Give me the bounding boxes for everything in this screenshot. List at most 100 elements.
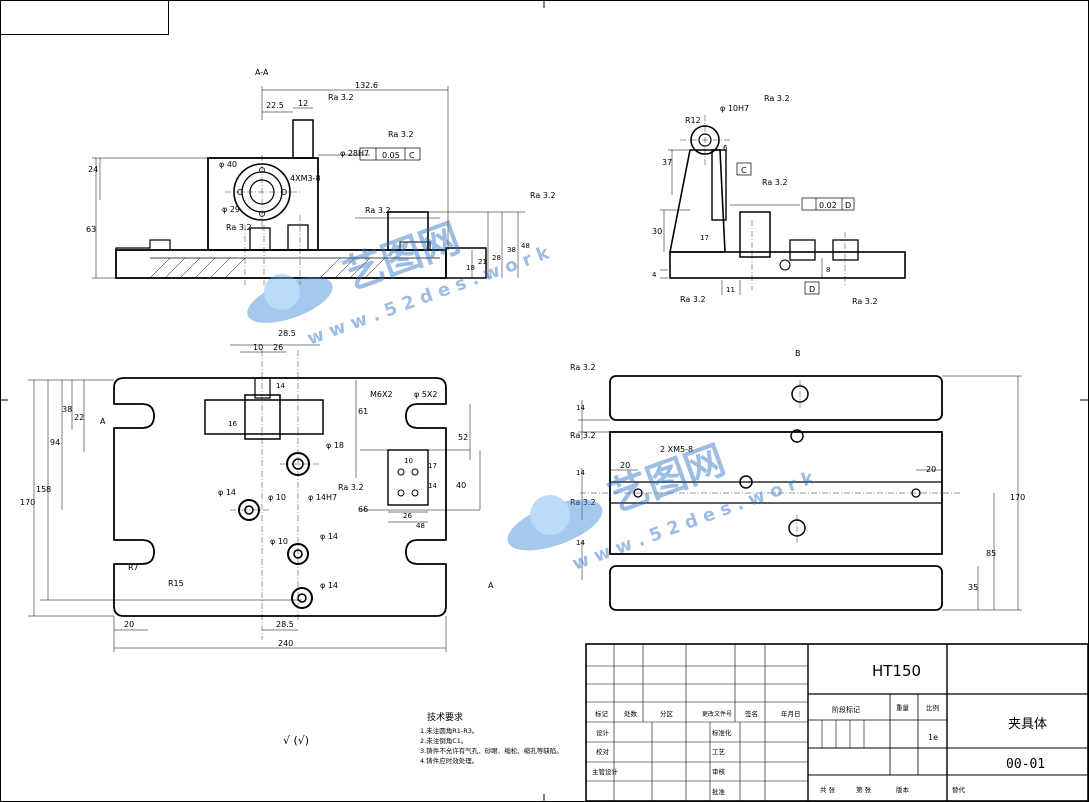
dim-37: 37 [662, 158, 672, 167]
dim-phi18: φ 18 [326, 441, 344, 450]
dim-240: 240 [278, 639, 293, 648]
tech-line-1: 1.未注圆角R1-R3。 [420, 726, 478, 735]
header-qianming: 签名 [745, 709, 758, 718]
roughness-mid: Ra 3.2 [388, 130, 414, 139]
dim-21: 21 [478, 258, 487, 266]
tolerance-datum-side: D [845, 201, 851, 210]
dim-48: 48 [416, 522, 425, 530]
dim-phi14a: φ 14 [218, 488, 236, 497]
dim-phi14h7: φ 14H7 [308, 493, 337, 502]
dim-158: 158 [36, 485, 51, 494]
dim-b-170: 170 [1010, 493, 1025, 502]
dim-22-5: 22.5 [266, 101, 284, 110]
dim-63: 63 [86, 225, 96, 234]
dim-phi14b: φ 14 [320, 532, 338, 541]
section-view-a-a: A-A [86, 68, 556, 285]
dim-6: 6 [723, 144, 728, 152]
dim-11: 11 [726, 286, 735, 294]
section-arrow-a2: A [488, 581, 494, 590]
header-chushu: 处数 [624, 709, 638, 718]
dim-b-14b: 14 [576, 469, 585, 477]
dim-b-14c: 14 [576, 539, 585, 547]
plan-view: 28.5 10 26 14 16 38 22 94 158 170 61 M6X… [20, 329, 494, 652]
row-jiaodui: 校对 [596, 747, 610, 756]
dim-40: 40 [456, 481, 466, 490]
dim-phi40: φ 40 [219, 160, 237, 169]
dim-94: 94 [50, 438, 60, 447]
dim-52: 52 [458, 433, 468, 442]
weight-label: 重量 [896, 704, 910, 712]
dim-b-20b: 20 [926, 465, 936, 474]
roughness-b-3: Ra 3.2 [570, 498, 596, 507]
part-name: 夹具体 [1008, 717, 1047, 732]
stage-label: 阶段标记 [832, 705, 860, 714]
drawing-number: 00-01 [1006, 757, 1045, 772]
section-arrow-a: A [100, 417, 106, 426]
dim-28-5: 28.5 [276, 620, 294, 629]
dim-28-5-top: 28.5 [278, 329, 296, 338]
dim-48: 48 [521, 242, 530, 250]
dim-24: 24 [88, 165, 98, 174]
tolerance-value-a: 0.05 [382, 151, 400, 160]
tech-requirements: 技术要求 1.未注圆角R1-R3。 2.未注倒角C1。 3.铸件不允许有气孔、砂… [420, 711, 563, 765]
dim-phi29: φ 29 [222, 205, 240, 214]
header-wenjian: 更改文件号 [702, 710, 732, 718]
tolerance-datum-a: C [409, 151, 415, 160]
dim-14: 14 [276, 382, 285, 390]
roughness-side-4: Ra 3.2 [852, 297, 878, 306]
dim-30: 30 [652, 227, 662, 236]
replace-label: 替代 [952, 785, 966, 794]
roughness-left: Ra 3.2 [226, 223, 252, 232]
dim-4: 4 [652, 271, 657, 279]
dim-132-6: 132.6 [355, 81, 378, 90]
dim-r15: R15 [168, 579, 184, 588]
dim-38: 38 [62, 405, 72, 414]
tolerance-value-side: 0.02 [819, 201, 837, 210]
sheets-total: 共 张 [820, 785, 836, 794]
dim-20: 20 [124, 620, 134, 629]
dim-17: 17 [428, 462, 437, 470]
dim-b-35: 35 [968, 583, 978, 592]
dim-m3: 4XM3-8 [290, 174, 321, 183]
dim-170: 170 [20, 498, 35, 507]
dim-18: 18 [466, 264, 475, 272]
dim-phi5: φ 5X2 [414, 390, 437, 399]
dim-8: 8 [826, 266, 830, 274]
tech-line-4: 4.铸件应时效处理。 [420, 756, 478, 765]
title-block: HT150 夹具体 00-01 1e 标记 处数 分区 更改文件号 签名 年月日… [585, 643, 1089, 802]
roughness-plan: Ra 3.2 [338, 483, 364, 492]
roughness-center: Ra 3.2 [365, 206, 391, 215]
roughness-b-1: Ra 3.2 [570, 363, 596, 372]
dim-r7: R7 [128, 563, 139, 572]
row-biaozhunhua: 标准化 [712, 728, 732, 737]
dim-26b: 26 [403, 512, 412, 520]
header-fenqu: 分区 [660, 709, 674, 718]
dim-phi14c: φ 14 [320, 581, 338, 590]
dim-16: 16 [228, 420, 237, 428]
dim-22: 22 [74, 413, 84, 422]
header-riqi: 年月日 [781, 709, 801, 718]
dim-b-holes: 2 XM5-8 [660, 445, 693, 454]
dim-b-14a: 14 [576, 404, 585, 412]
view-b-label: B [795, 349, 801, 358]
roughness-side-2: Ra 3.2 [762, 178, 788, 187]
roughness-side-3: Ra 3.2 [680, 295, 706, 304]
datum-c: C [741, 166, 747, 175]
roughness-b-2: Ra 3.2 [570, 431, 596, 440]
dim-12: 12 [298, 99, 308, 108]
dim-10: 10 [253, 343, 263, 352]
tech-title: 技术要求 [427, 711, 463, 723]
roughness-side-1: Ra 3.2 [764, 94, 790, 103]
dim-61: 61 [358, 407, 368, 416]
dim-b-20a: 20 [620, 461, 630, 470]
dim-10b: 10 [404, 457, 413, 465]
header-biaoji: 标记 [595, 709, 609, 718]
tech-line-3: 3.铸件不允许有气孔、砂眼、缩松、缩孔等缺陷。 [420, 746, 563, 755]
dim-38: 38 [507, 246, 516, 254]
sheets-no: 第 张 [856, 785, 872, 794]
dim-m6: M6X2 [370, 390, 393, 399]
roughness-general-symbol: √ (√) [283, 734, 309, 747]
tech-line-2: 2.未注倒角C1。 [420, 736, 467, 745]
